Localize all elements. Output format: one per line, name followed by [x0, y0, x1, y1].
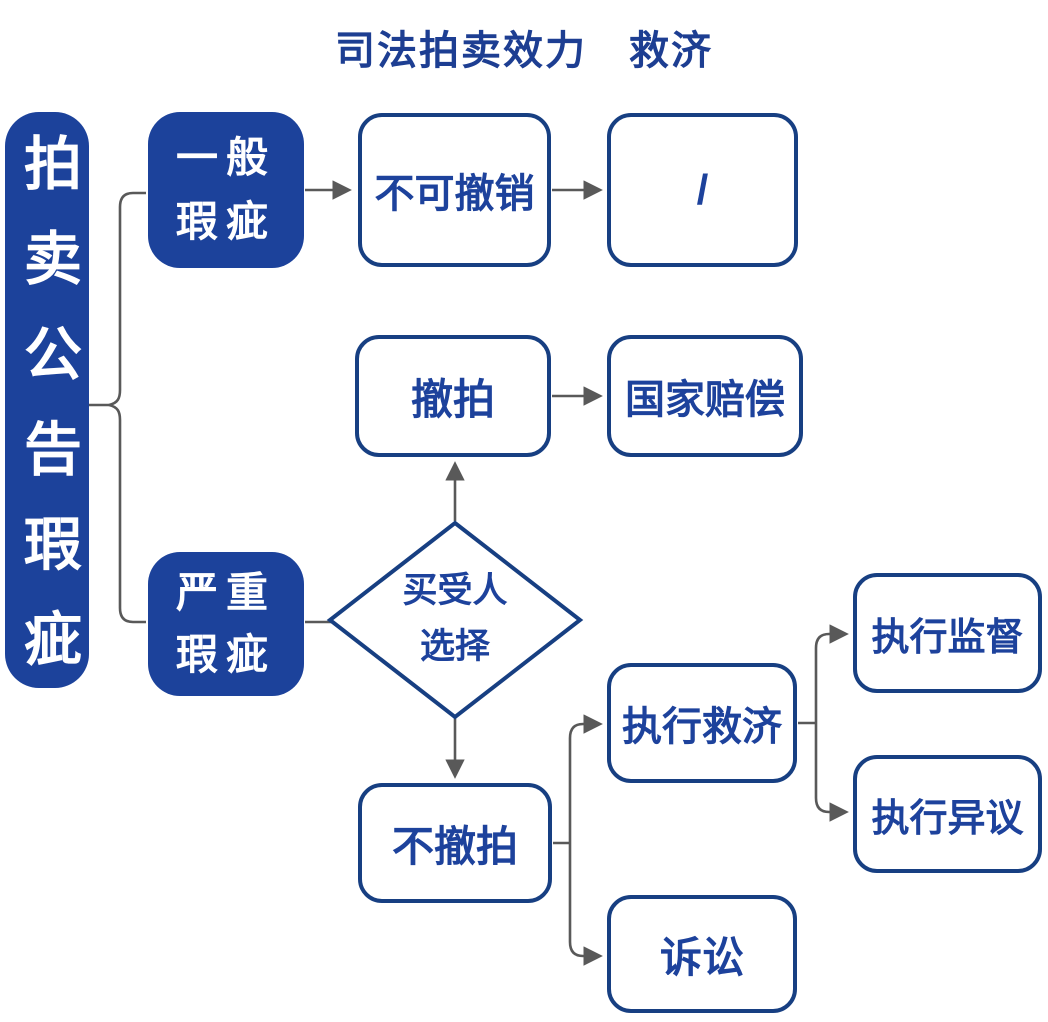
node-no-remedy: /	[607, 113, 798, 267]
node-auction-announcement-defect: 拍卖公告瑕疵	[5, 112, 89, 704]
node-label-line1: 一般	[175, 134, 276, 181]
node-label: 执行异议	[871, 797, 1024, 840]
node-irrevocable: 不可撤销	[358, 113, 551, 267]
node-label-line2: 瑕疵	[175, 631, 276, 678]
node-execution-objection: 执行异议	[853, 755, 1042, 873]
node-severe-defect: 严重 瑕疵	[148, 552, 304, 696]
node-execution-supervision: 执行监督	[853, 573, 1042, 693]
node-label-line2: 瑕疵	[175, 198, 276, 245]
node-label: 拍卖公告瑕疵	[15, 133, 80, 704]
node-label: 执行救济	[622, 705, 782, 749]
node-litigation: 诉讼	[607, 895, 797, 1013]
node-label: 国家赔偿	[625, 378, 785, 422]
split-execution-remedy	[798, 624, 849, 822]
node-label-line1: 买受人	[402, 571, 508, 610]
node-state-compensation: 国家赔偿	[607, 335, 803, 457]
node-label: 不可撤销	[374, 172, 535, 216]
node-label: 不撤拍	[391, 822, 518, 870]
node-label: 诉讼	[659, 933, 744, 981]
node-general-defect: 一般 瑕疵	[148, 112, 304, 268]
node-label-line2: 选择	[419, 627, 490, 666]
node-no-withdraw: 不撤拍	[358, 783, 552, 903]
decision-diamond	[326, 520, 584, 720]
node-withdraw-auction: 撤拍	[355, 335, 551, 457]
node-label: /	[696, 166, 709, 213]
node-execution-remedy: 执行救济	[607, 663, 797, 783]
brace-root-to-defects	[89, 191, 146, 624]
split-no-withdraw	[553, 714, 603, 966]
node-label: 执行监督	[871, 616, 1024, 659]
node-buyer-choice: 买受人 选择	[365, 563, 545, 675]
page-title: 司法拍卖效力 救济	[335, 29, 713, 73]
node-label: 撤拍	[410, 375, 495, 423]
node-label-line1: 严重	[175, 569, 276, 616]
